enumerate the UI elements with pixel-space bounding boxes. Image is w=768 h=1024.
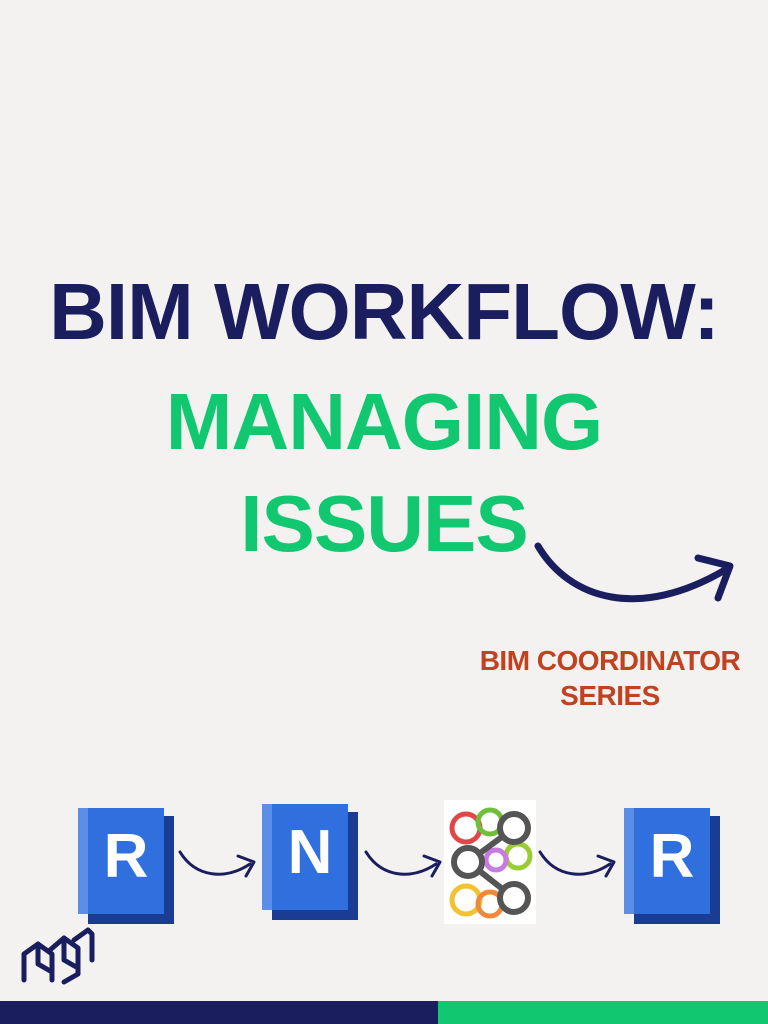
series-label-line-2: SERIES xyxy=(560,680,660,711)
revit-icon: R xyxy=(624,808,720,926)
curved-arrow-icon xyxy=(534,542,734,603)
navisworks-letter: N xyxy=(287,818,333,887)
title-line-1: BIM WORKFLOW: xyxy=(49,267,720,356)
title-line-2: MANAGING xyxy=(165,377,603,466)
title-line-3: ISSUES xyxy=(240,479,528,568)
navisworks-icon: N xyxy=(262,804,358,922)
footer-bar-navy xyxy=(0,1001,438,1024)
revit-letter: R xyxy=(103,822,149,891)
revit-icon: R xyxy=(78,808,174,926)
revit-letter: R xyxy=(649,822,695,891)
footer-bar-green xyxy=(438,1001,768,1024)
arrow-right-icon xyxy=(538,850,616,878)
bcf-share-icon xyxy=(444,800,536,924)
arrow-right-icon xyxy=(178,850,256,878)
arrow-right-icon xyxy=(364,850,442,878)
series-label-line-1: BIM COORDINATOR xyxy=(479,645,741,676)
brand-logo-icon xyxy=(21,927,95,985)
